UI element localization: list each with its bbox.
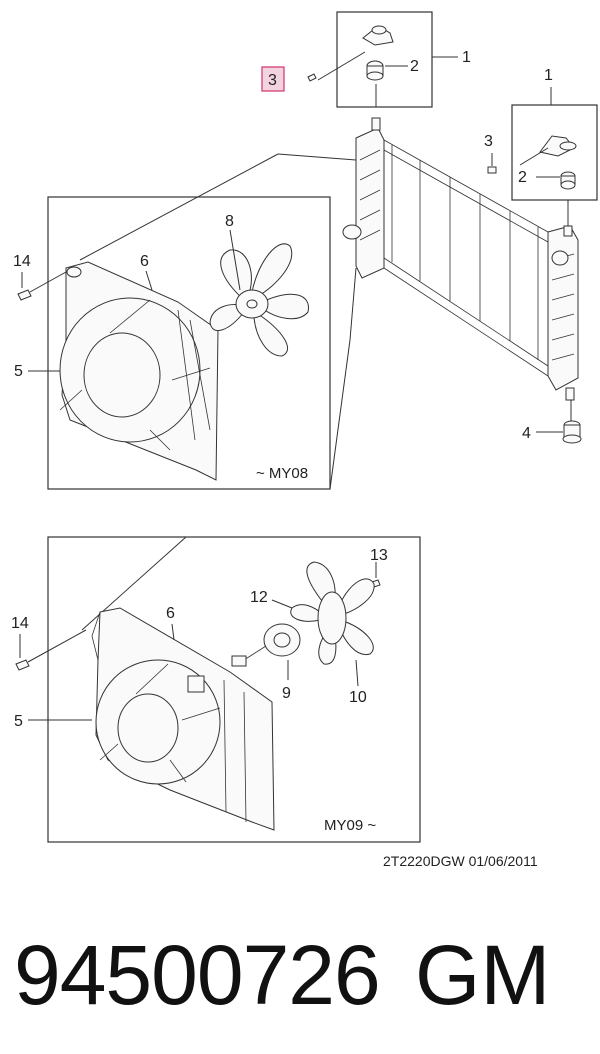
grommet-4 — [536, 400, 582, 444]
screw-14-upper — [17, 271, 67, 301]
radiator — [342, 117, 579, 401]
footer: 94500726 GM — [10, 920, 590, 1030]
callout-10: 10 — [349, 689, 367, 706]
diagram-reference: 2T2220DGW 01/06/2011 — [383, 853, 538, 869]
callout-6-lower: 6 — [166, 605, 175, 622]
fan-shroud-lower — [91, 607, 275, 831]
callout-5-lower: 5 — [14, 713, 23, 730]
callout-14-lower: 14 — [11, 615, 29, 632]
callout-3-right: 3 — [484, 133, 493, 150]
screw-3-top — [307, 73, 317, 82]
right-detail-box — [511, 87, 598, 232]
callout-14-upper: 14 — [13, 253, 31, 270]
screw-3-right — [487, 153, 497, 174]
fan-motor-9 — [231, 623, 301, 680]
callout-6-upper: 6 — [140, 253, 149, 270]
range-label-upper: ~ MY08 — [256, 465, 308, 482]
callout-1-top: 1 — [462, 49, 471, 66]
radiator-fins — [391, 145, 539, 360]
range-label-lower: MY09 ~ — [324, 817, 376, 834]
callout-5-upper: 5 — [14, 363, 23, 380]
callout-8: 8 — [225, 213, 234, 230]
callout-9: 9 — [282, 685, 291, 702]
callout-4: 4 — [522, 425, 531, 442]
callout-1-right: 1 — [544, 67, 553, 84]
upper-panel — [47, 153, 357, 490]
fan-blade-upper — [209, 229, 309, 357]
callout-13: 13 — [370, 547, 388, 564]
top-detail-box — [317, 11, 458, 108]
highlighted-callout-3[interactable]: 3 — [261, 66, 285, 92]
brand-name: GM — [415, 928, 551, 1022]
svg-text:3: 3 — [268, 72, 277, 89]
callout-2-top: 2 — [410, 58, 419, 75]
callout-12: 12 — [250, 589, 268, 606]
screw-14-lower — [15, 629, 87, 671]
part-number: 94500726 — [14, 928, 381, 1022]
fan-blade-lower — [290, 561, 375, 687]
fan-shroud-upper — [59, 261, 219, 481]
callout-2-right: 2 — [518, 169, 527, 186]
